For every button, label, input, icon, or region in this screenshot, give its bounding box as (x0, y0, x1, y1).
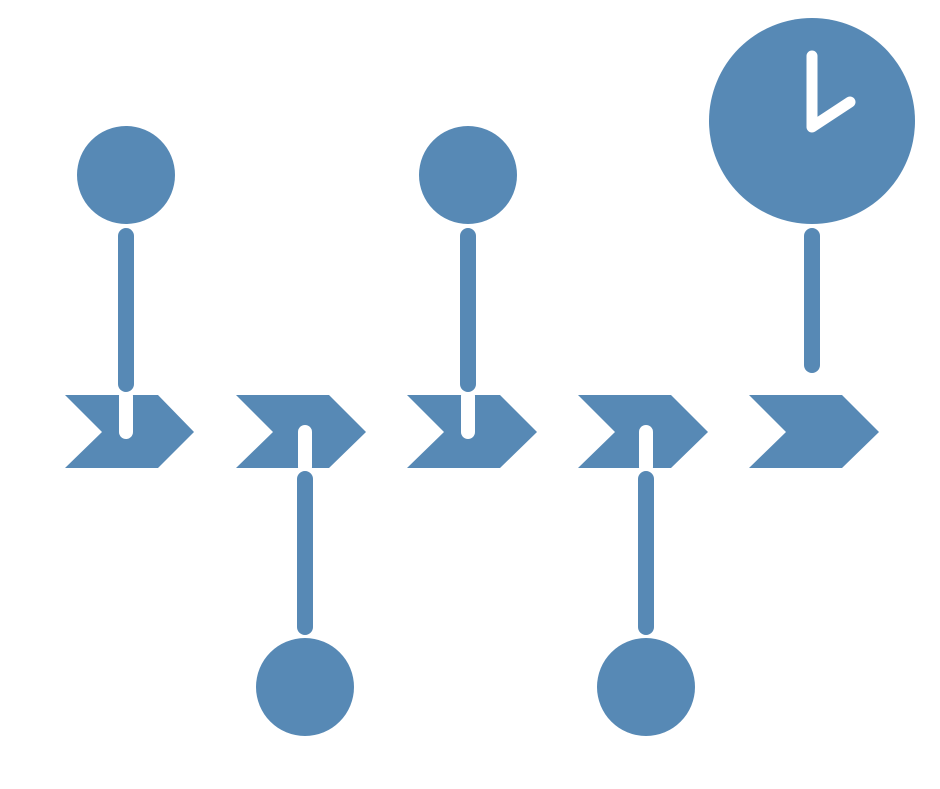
milestone-circle-3 (419, 126, 517, 224)
connector-notches (119, 389, 653, 474)
timeline-arrow-5 (749, 395, 879, 468)
connector-stems (118, 228, 820, 635)
milestone-circle-2 (256, 638, 354, 736)
clock-icon (709, 18, 915, 224)
milestone-markers (77, 126, 695, 736)
milestone-circle-1 (77, 126, 175, 224)
milestone-circle-4 (597, 638, 695, 736)
clock-hands (806, 50, 856, 133)
